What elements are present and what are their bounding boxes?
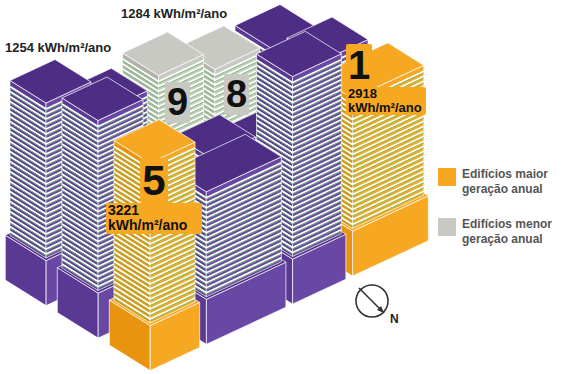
energy-label: 1254 kWh/m²/ano: [4, 40, 112, 56]
building-group: [5, 5, 428, 371]
building-number: 1: [346, 44, 372, 87]
building-number: 8: [224, 74, 249, 115]
compass-arrowhead: [377, 306, 384, 313]
roof: [62, 77, 143, 121]
roof: [123, 32, 204, 76]
roof: [257, 31, 342, 76]
compass-north: N: [389, 312, 400, 326]
roof: [114, 120, 195, 164]
energy-value: 2918 kWh/m²/ano: [346, 87, 426, 115]
building-node: 12918 kWh/m²/ano: [346, 44, 426, 115]
legend-swatch: [438, 168, 456, 186]
building-number: 9: [165, 82, 190, 123]
building-node: 8: [224, 74, 264, 115]
building-node: 9: [165, 82, 205, 123]
compass-needle: [359, 288, 384, 313]
legend-text: Edifícios maior geração anual: [462, 167, 566, 197]
building-number: 5: [140, 158, 167, 203]
legend-text: Edifícios menor geração anual: [462, 217, 566, 247]
energy-label: 1284 kWh/m²/ano: [120, 6, 228, 22]
compass-circle: [356, 285, 388, 317]
legend-swatch: [438, 218, 456, 236]
building-node: 53221 kWh/m²/ano: [106, 158, 202, 234]
energy-value: 3221 kWh/m²/ano: [106, 203, 202, 233]
